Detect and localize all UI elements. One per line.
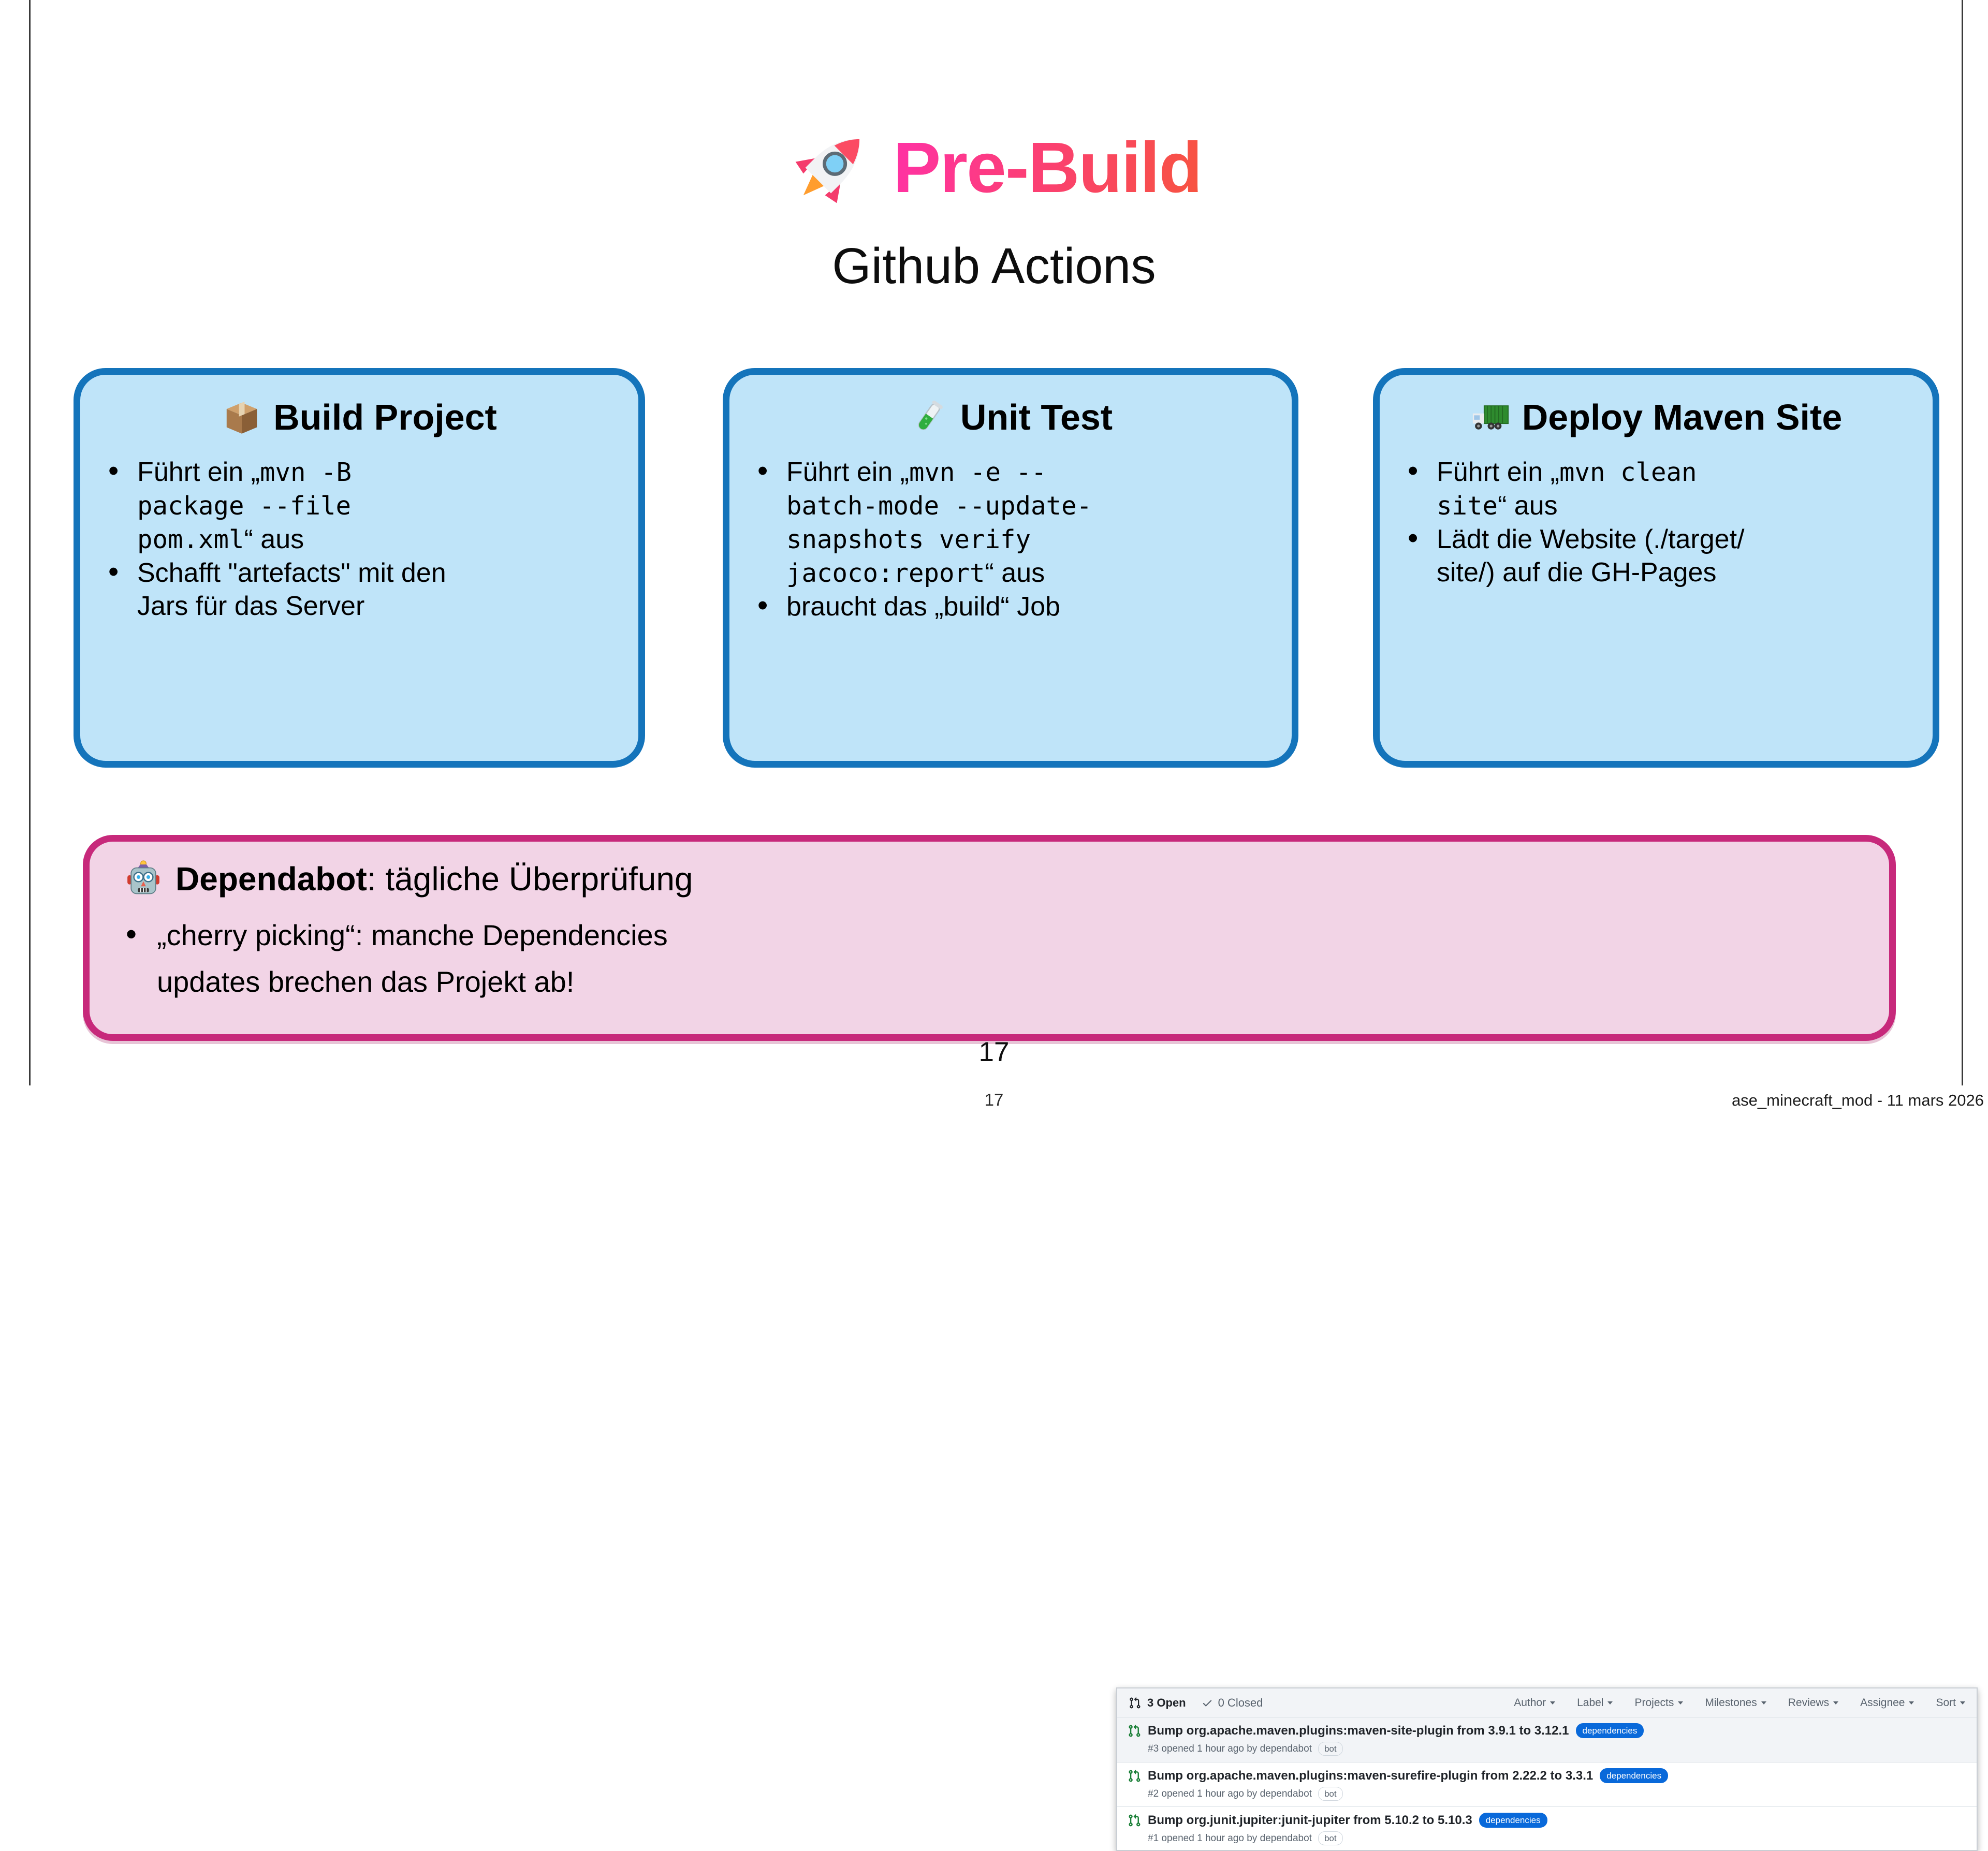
card-title-text: Deploy Maven Site: [1522, 397, 1843, 437]
card-deploy-maven-site: Deploy Maven Site Führt ein „mvn cleansi…: [1373, 368, 1939, 768]
card-title-text: Unit Test: [960, 397, 1113, 437]
filter-label: Reviews: [1788, 1696, 1830, 1709]
robot-icon: [126, 860, 160, 894]
filter-label: Milestones: [1705, 1696, 1757, 1709]
pull-request-title: Bump org.apache.maven.plugins:maven-site…: [1148, 1723, 1569, 1738]
bot-badge: bot: [1318, 1787, 1343, 1801]
test-tube-icon: [915, 399, 944, 433]
slide-right-border: [1962, 0, 1963, 1085]
card-title-text: Build Project: [273, 397, 497, 437]
chevron-down-icon: [1761, 1701, 1766, 1705]
bullet-item: braucht das „build“ Job: [756, 589, 1269, 623]
pull-request-meta: #1 opened 1 hour ago by dependabot: [1148, 1832, 1312, 1844]
closed-count: 0 Closed: [1218, 1696, 1263, 1709]
pull-request-row: Bump org.apache.maven.plugins:maven-site…: [1117, 1717, 1977, 1762]
chevron-down-icon: [1833, 1701, 1839, 1705]
chevron-down-icon: [1607, 1701, 1613, 1705]
bot-badge: bot: [1318, 1831, 1343, 1846]
pull-request-icon: [1130, 1697, 1141, 1709]
filter-dropdown: Sort: [1936, 1697, 1965, 1709]
filter-dropdown: Author: [1514, 1696, 1556, 1709]
footer-deck-info: ase_minecraft_mod - 11 mars 2026: [1731, 1091, 1984, 1109]
chevron-down-icon: [1909, 1701, 1914, 1705]
inline-code: site: [1437, 491, 1498, 521]
footer-page-number: 17: [984, 1090, 1004, 1109]
chevron-down-icon: [1550, 1701, 1556, 1705]
check-icon: [1203, 1700, 1211, 1707]
filter-label: Assignee: [1860, 1696, 1905, 1709]
pull-request-meta: #2 opened 1 hour ago by dependabot: [1148, 1788, 1312, 1799]
card-title: Build Project: [103, 396, 616, 438]
filter-dropdown: Projects: [1634, 1696, 1684, 1709]
filter-label: Sort: [1936, 1696, 1956, 1709]
pull-request-icon: [1129, 1769, 1141, 1782]
bot-badge: bot: [1318, 1742, 1343, 1756]
slide-subtitle: Github Actions: [832, 238, 1156, 294]
filter-label: Label: [1577, 1696, 1604, 1709]
dependencies-label: dependencies: [1600, 1768, 1669, 1783]
bullet-item: Führt ein „mvn -e --batch-mode --update-…: [756, 454, 1269, 590]
inline-code: mvn -e --: [909, 458, 1047, 487]
inline-code: mvn -B: [259, 458, 352, 487]
slide-page-number: 17: [978, 1037, 1010, 1067]
card-unit-test: Unit Test Führt ein „mvn -e --batch-mode…: [723, 368, 1298, 768]
truck-icon: [1472, 405, 1509, 430]
chevron-down-icon: [1960, 1701, 1965, 1705]
dependabot-bullet: „cherry picking“: manche Dependenciesupd…: [124, 911, 1035, 1005]
filter-dropdown: Label: [1577, 1697, 1613, 1709]
filter-label: Author: [1514, 1696, 1546, 1709]
pull-request-row: Bump org.junit.jupiter:junit-jupiter fro…: [1117, 1806, 1977, 1850]
dependabot-title-text: Dependabot: tägliche Überprüfung: [176, 860, 693, 898]
dependencies-label: dependencies: [1575, 1723, 1644, 1738]
inline-code: pom.xml: [137, 525, 244, 554]
card-title: Unit Test: [752, 396, 1269, 438]
bullet-list: Führt ein „mvn -e --batch-mode --update-…: [752, 454, 1269, 623]
filter-dropdown: Milestones: [1705, 1697, 1766, 1709]
pull-request-title: Bump org.junit.jupiter:junit-jupiter fro…: [1148, 1813, 1472, 1827]
filter-dropdown: Reviews: [1788, 1696, 1839, 1709]
open-count: 3 Open: [1147, 1696, 1186, 1709]
package-icon: [226, 401, 257, 434]
chevron-down-icon: [1678, 1701, 1684, 1705]
bullet-item: Lädt die Website (./target/site/) auf di…: [1407, 522, 1910, 589]
dependencies-label: dependencies: [1479, 1813, 1547, 1828]
slide-left-border: [29, 0, 31, 1085]
pull-request-row: Bump org.apache.maven.plugins:maven-sure…: [1117, 1762, 1977, 1806]
pull-request-list: Bump org.apache.maven.plugins:maven-site…: [1117, 1717, 1977, 1850]
card-title: Deploy Maven Site: [1402, 396, 1910, 438]
inline-code: mvn clean: [1559, 458, 1697, 487]
slide-page: { "slide": { "title": "Pre-Build", "subt…: [0, 0, 1988, 1118]
filter-dropdowns: Author Label Projects Milestones Reviews…: [1514, 1697, 1965, 1709]
filter-dropdown: Assignee: [1860, 1697, 1914, 1709]
title-text: Pre-Build: [893, 127, 1202, 209]
filter-label: Projects: [1634, 1696, 1674, 1709]
dependabot-content: Dependabot: tägliche Überprüfung „cherry…: [124, 859, 1035, 1005]
dependabot-title: Dependabot: tägliche Überprüfung: [124, 859, 1035, 899]
card-dependabot: Dependabot: tägliche Überprüfung „cherry…: [83, 835, 1978, 1851]
pull-request-title: Bump org.apache.maven.plugins:maven-sure…: [1148, 1768, 1594, 1783]
github-issues-screenshot: 3 Open 0 Closed Author Label Projects Mi…: [1116, 1687, 1978, 1851]
pull-request-icon: [1129, 1724, 1141, 1737]
inline-code: batch-mode --update-: [786, 491, 1092, 521]
inline-code: package --file: [137, 491, 352, 521]
inline-code: snapshots verify: [786, 525, 1031, 554]
github-filter-bar: 3 Open 0 Closed Author Label Projects Mi…: [1117, 1688, 1977, 1717]
pull-request-meta: #3 opened 1 hour ago by dependabot: [1148, 1743, 1312, 1754]
inline-code: jacoco:report: [786, 559, 985, 588]
rocket-icon: [786, 123, 875, 212]
slide-title: Pre-Build: [0, 123, 1988, 212]
pull-request-icon: [1129, 1814, 1141, 1826]
